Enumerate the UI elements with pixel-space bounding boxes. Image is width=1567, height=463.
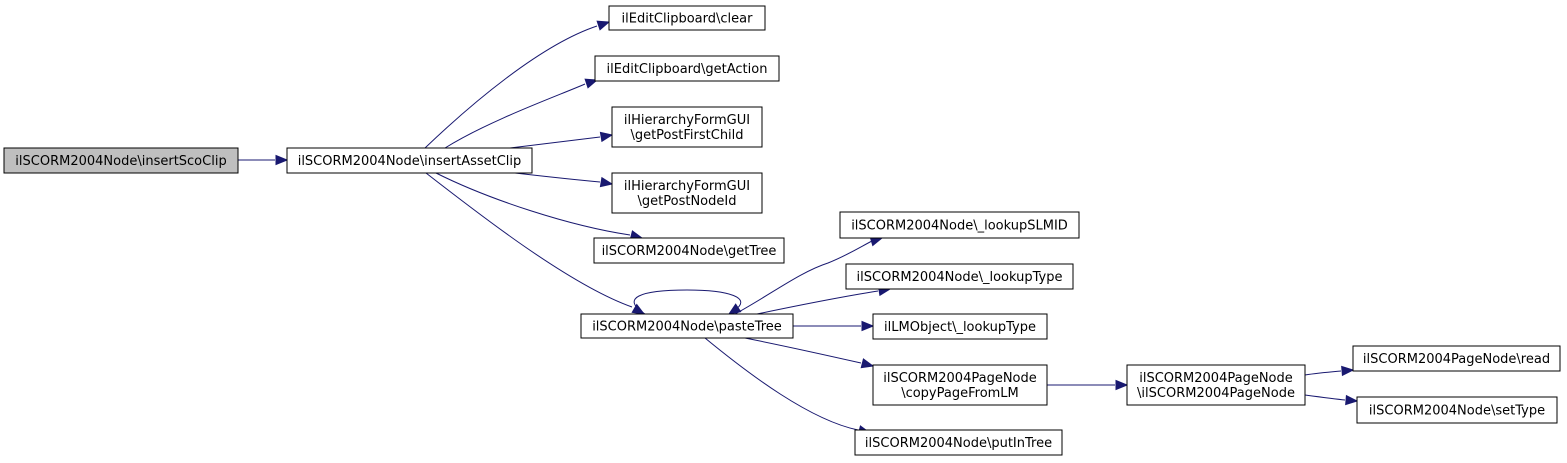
edge-n1-to-n3 [444, 78, 599, 149]
edge-arrowhead [1345, 394, 1359, 406]
edge-line [1304, 394, 1346, 401]
node-n11[interactable]: ilSCORM2004PageNode\copyPageFromLM [872, 364, 1048, 406]
node-n13[interactable]: ilSCORM2004PageNode\ilSCORM2004PageNode [1126, 364, 1306, 406]
node-label: ilEditClipboard\clear [622, 12, 754, 27]
node-box [593, 237, 785, 264]
edge-arrowhead [727, 303, 742, 315]
node-n6[interactable]: ilSCORM2004Node\getTree [593, 237, 785, 264]
node-box [286, 147, 533, 174]
node-box [611, 106, 763, 148]
edge-n7-to-n10 [793, 320, 875, 332]
node-box [845, 263, 1074, 290]
node-label: ilSCORM2004Node\insertScoClip [15, 154, 226, 169]
node-n15[interactable]: ilSCORM2004Node\setType [1356, 396, 1558, 424]
node-label: ilSCORM2004Node\getTree [602, 244, 777, 259]
edge-line [444, 83, 586, 149]
edge-line [424, 25, 598, 149]
node-label: \getPostFirstChild [630, 128, 743, 143]
edge-line [425, 172, 633, 308]
edge-n13-to-n14 [1304, 365, 1355, 377]
edge-arrowhead [1115, 379, 1129, 391]
node-box [580, 313, 794, 339]
edges-layer [237, 20, 1359, 436]
node-label: ilEditClipboard\getAction [607, 62, 768, 77]
node-n14[interactable]: ilSCORM2004PageNode\read [1352, 345, 1561, 372]
node-n8[interactable]: ilSCORM2004Node\_lookupSLMID [839, 211, 1080, 239]
node-label: ilHierarchyFormGUI [624, 113, 750, 128]
node-label: ilSCORM2004PageNode [1139, 371, 1293, 386]
node-n5[interactable]: ilHierarchyFormGUI\getPostNodeId [611, 172, 763, 214]
edge-n13-to-n15 [1304, 394, 1359, 406]
node-box [1352, 345, 1561, 372]
node-box [1356, 396, 1558, 424]
node-box [872, 313, 1048, 340]
edge-arrowhead [861, 320, 875, 332]
node-label: \copyPageFromLM [901, 386, 1019, 401]
node-n4[interactable]: ilHierarchyFormGUI\getPostFirstChild [611, 106, 763, 148]
edge-n7-to-n7 [633, 289, 742, 315]
edge-line [744, 337, 862, 364]
node-n3[interactable]: ilEditClipboard\getAction [594, 55, 780, 82]
edge-n1-to-n4 [509, 131, 614, 149]
edge-arrowhead [1341, 365, 1355, 377]
node-n1[interactable]: ilSCORM2004Node\insertAssetClip [286, 147, 533, 174]
edge-arrowhead [275, 154, 289, 166]
edge-arrowhead [596, 20, 611, 31]
edge-line [1304, 370, 1342, 376]
edge-line [756, 290, 879, 315]
edge-line [704, 337, 859, 431]
nodes-layer: ilSCORM2004Node\insertScoClip ilSCORM2004… [3, 5, 1561, 456]
node-n2[interactable]: ilEditClipboard\clear [608, 5, 766, 31]
edge-n7-to-n12 [704, 337, 872, 436]
node-box [839, 211, 1080, 239]
node-n7[interactable]: ilSCORM2004Node\pasteTree [580, 313, 794, 339]
node-label: ilSCORM2004Node\_lookupSLMID [851, 219, 1068, 234]
node-label: ilLMObject\_lookupType [884, 320, 1036, 335]
edge-arrowhead [860, 358, 875, 369]
edge-n1-to-n5 [514, 172, 614, 188]
node-label: ilSCORM2004Node\putInTree [865, 436, 1052, 451]
edge-line [435, 172, 631, 236]
node-box [594, 55, 780, 82]
node-n12[interactable]: ilSCORM2004Node\putInTree [854, 429, 1063, 456]
edge-arrowhead [584, 78, 599, 89]
edge-line [509, 136, 601, 149]
edge-n7-to-n11 [744, 337, 875, 369]
node-box [872, 364, 1048, 406]
edge-arrowhead [599, 131, 614, 143]
edge-line [734, 240, 873, 315]
node-label: \getPostNodeId [638, 194, 737, 209]
edge-n11-to-n13 [1047, 379, 1129, 391]
root-node-box [3, 147, 239, 174]
edge-n7-to-n9 [756, 285, 892, 315]
node-box [854, 429, 1063, 456]
edge-line [633, 289, 742, 315]
edge-arrowhead [599, 176, 614, 188]
node-label: ilSCORM2004Node\insertAssetClip [298, 154, 522, 169]
node-label: \ilSCORM2004PageNode [1137, 386, 1295, 401]
node-n10[interactable]: ilLMObject\_lookupType [872, 313, 1048, 340]
node-label: ilHierarchyFormGUI [624, 179, 750, 194]
node-label: ilSCORM2004PageNode [883, 371, 1037, 386]
edge-n1-to-n2 [424, 20, 611, 149]
node-n9[interactable]: ilSCORM2004Node\_lookupType [845, 263, 1074, 290]
edge-n0-to-n1 [237, 154, 289, 166]
node-box [1126, 364, 1306, 406]
node-label: ilSCORM2004PageNode\read [1363, 352, 1550, 367]
node-label: ilSCORM2004Node\setType [1369, 404, 1545, 419]
node-label: ilSCORM2004Node\_lookupType [857, 270, 1063, 285]
node-box [608, 5, 766, 31]
node-n0[interactable]: ilSCORM2004Node\insertScoClip [3, 147, 239, 174]
node-label: ilSCORM2004Node\pasteTree [592, 320, 782, 335]
node-box [611, 172, 763, 214]
edge-line [514, 172, 601, 183]
